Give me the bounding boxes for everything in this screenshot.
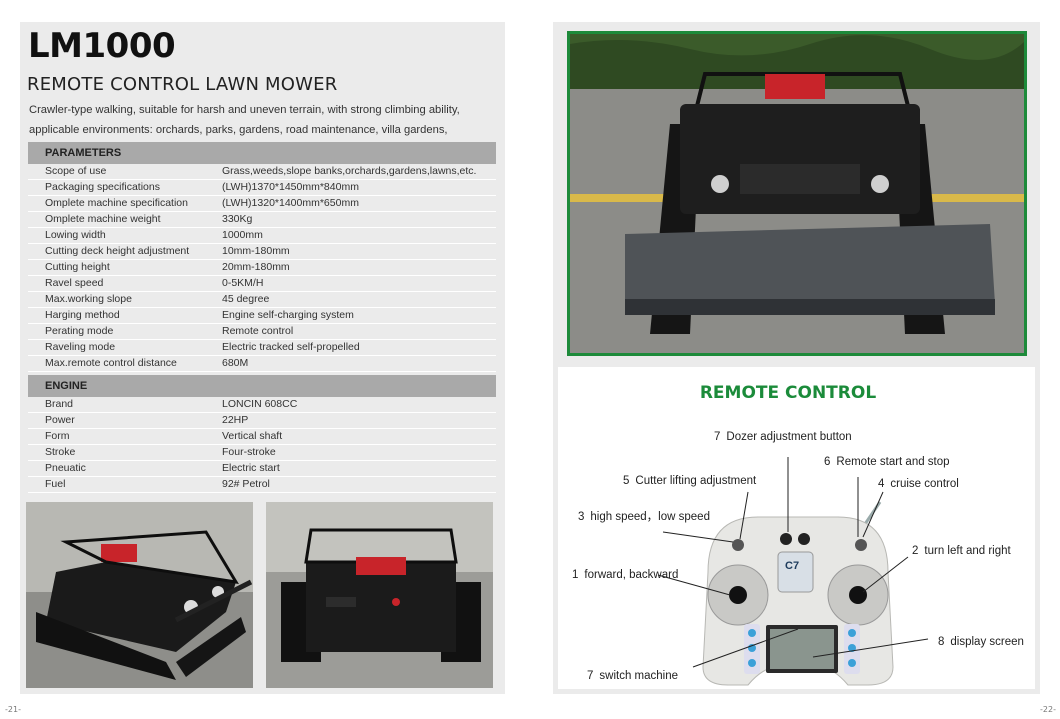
parameter-value: Engine self-charging system	[222, 309, 354, 321]
parameter-row: Harging method Engine self-charging syste…	[28, 308, 496, 324]
engine-row: Form Vertical shaft	[28, 429, 496, 445]
engine-label: Stroke	[45, 446, 76, 458]
parameter-label: Max.remote control distance	[45, 357, 177, 369]
parameter-value: Electric tracked self-propelled	[222, 341, 360, 353]
parameter-row: Max.remote control distance 680M	[28, 356, 496, 372]
engine-row: Stroke Four-stroke	[28, 445, 496, 461]
parameters-header: PARAMETERS	[28, 142, 496, 164]
engine-label: Pneuatic	[45, 462, 86, 474]
engine-value: 22HP	[222, 414, 249, 426]
parameter-value: 0-5KM/H	[222, 277, 264, 289]
mower-photo-rear	[266, 502, 493, 688]
engine-value: LONCIN 608CC	[222, 398, 298, 410]
left-page: LM1000 REMOTE CONTROL LAWN MOWER Crawler…	[20, 22, 505, 694]
parameter-label: Omplete machine weight	[45, 213, 161, 225]
parameter-label: Ravel speed	[45, 277, 104, 289]
remote-control-panel: REMOTE CONTROL	[558, 367, 1035, 689]
engine-table: Brand LONCIN 608CC Power 22HP Form Vertical s…	[28, 397, 496, 493]
mower-photo-front	[567, 31, 1027, 356]
parameter-label: Perating mode	[45, 325, 114, 337]
parameter-value: 10mm-180mm	[222, 245, 290, 257]
parameters-table: Scope of use Grass,weeds,slope banks,orch…	[28, 164, 496, 372]
engine-row: Power 22HP	[28, 413, 496, 429]
parameter-row: Max.working slope 45 degree	[28, 292, 496, 308]
parameter-row: Cutting height 20mm-180mm	[28, 260, 496, 276]
parameter-label: Harging method	[45, 309, 120, 321]
parameter-value: 45 degree	[222, 293, 270, 305]
parameter-label: Packaging specifications	[45, 181, 160, 193]
parameter-label: Cutting deck height adjustment	[45, 245, 190, 257]
parameter-row: Cutting deck height adjustment 10mm-180mm	[28, 244, 496, 260]
remote-control-image	[657, 457, 929, 686]
product-subtitle: REMOTE CONTROL LAWN MOWER	[27, 74, 338, 95]
engine-value: Four-stroke	[222, 446, 276, 458]
parameter-label: Lowing width	[45, 229, 106, 241]
parameter-row: Omplete machine weight 330Kg	[28, 212, 496, 228]
engine-label: Form	[45, 430, 70, 442]
parameter-label: Max.working slope	[45, 293, 132, 305]
parameter-value: 680M	[222, 357, 249, 369]
page-number-right: -22-	[1040, 705, 1056, 714]
engine-label: Power	[45, 414, 75, 426]
parameter-value: (LWH)1320*1400mm*650mm	[222, 197, 359, 209]
engine-row: Fuel 92# Petrol	[28, 477, 496, 493]
engine-value: Electric start	[222, 462, 280, 474]
engine-row: Brand LONCIN 608CC	[28, 397, 496, 413]
parameter-row: Packaging specifications (LWH)1370*1450mm…	[28, 180, 496, 196]
parameter-value: (LWH)1370*1450mm*840mm	[222, 181, 359, 193]
parameter-value: 20mm-180mm	[222, 261, 290, 273]
parameter-value: 330Kg	[222, 213, 253, 225]
model-title: LM1000	[28, 26, 176, 66]
parameter-label: Omplete machine specification	[45, 197, 188, 209]
engine-value: 92# Petrol	[222, 478, 270, 490]
parameter-label: Scope of use	[45, 165, 107, 177]
parameter-value: Remote control	[222, 325, 294, 337]
parameter-row: Scope of use Grass,weeds,slope banks,orch…	[28, 164, 496, 180]
parameter-label: Cutting height	[45, 261, 110, 273]
engine-header: ENGINE	[28, 375, 496, 397]
engine-value: Vertical shaft	[222, 430, 283, 442]
right-page: REMOTE CONTROL	[553, 22, 1040, 694]
parameter-row: Ravel speed 0-5KM/H	[28, 276, 496, 292]
parameter-row: Lowing width 1000mm	[28, 228, 496, 244]
engine-row: Pneuatic Electric start	[28, 461, 496, 477]
parameter-row: Omplete machine specification (LWH)1320*1…	[28, 196, 496, 212]
parameter-row: Raveling mode Electric tracked self-prope…	[28, 340, 496, 356]
mower-photo-side	[26, 502, 253, 688]
remote-screen-label: C7	[785, 560, 800, 572]
parameter-value: 1000mm	[222, 229, 263, 241]
remote-control-title: REMOTE CONTROL	[699, 383, 877, 403]
parameter-row: Perating mode Remote control	[28, 324, 496, 340]
engine-label: Brand	[45, 398, 74, 410]
parameter-label: Raveling mode	[45, 341, 116, 353]
engine-label: Fuel	[45, 478, 66, 490]
page-number-left: -21-	[5, 705, 21, 714]
parameter-value: Grass,weeds,slope banks,orchards,gardens…	[222, 165, 477, 177]
